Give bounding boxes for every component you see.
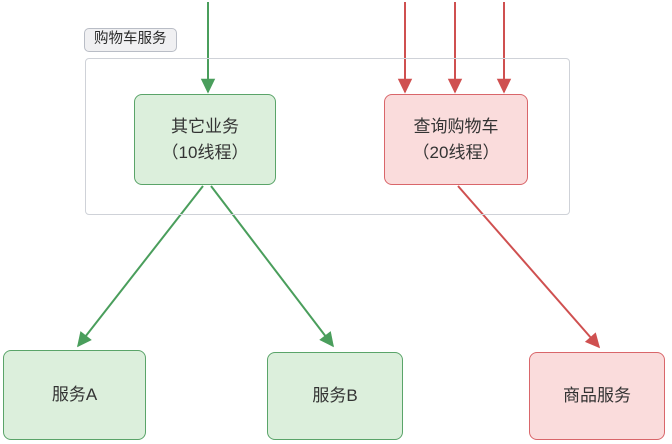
node-other-business-line2: （10线程） [161,142,249,162]
node-product-service-label: 商品服务 [563,386,631,405]
node-query-cart-line2: （20线程） [412,142,500,162]
node-service-a[interactable]: 服务A [3,350,146,440]
node-query-cart[interactable]: 查询购物车 （20线程） [384,94,528,185]
cart-service-group-label: 购物车服务 [84,28,177,52]
node-service-b-label: 服务B [312,386,358,405]
node-service-b[interactable]: 服务B [267,352,403,440]
node-service-a-label: 服务A [51,385,98,404]
cart-service-group [85,58,570,215]
node-query-cart-line1: 查询购物车 [413,116,499,136]
node-product-service[interactable]: 商品服务 [529,352,665,440]
node-other-business-line1: 其它业务 [171,116,239,136]
node-other-business[interactable]: 其它业务 （10线程） [134,94,276,185]
